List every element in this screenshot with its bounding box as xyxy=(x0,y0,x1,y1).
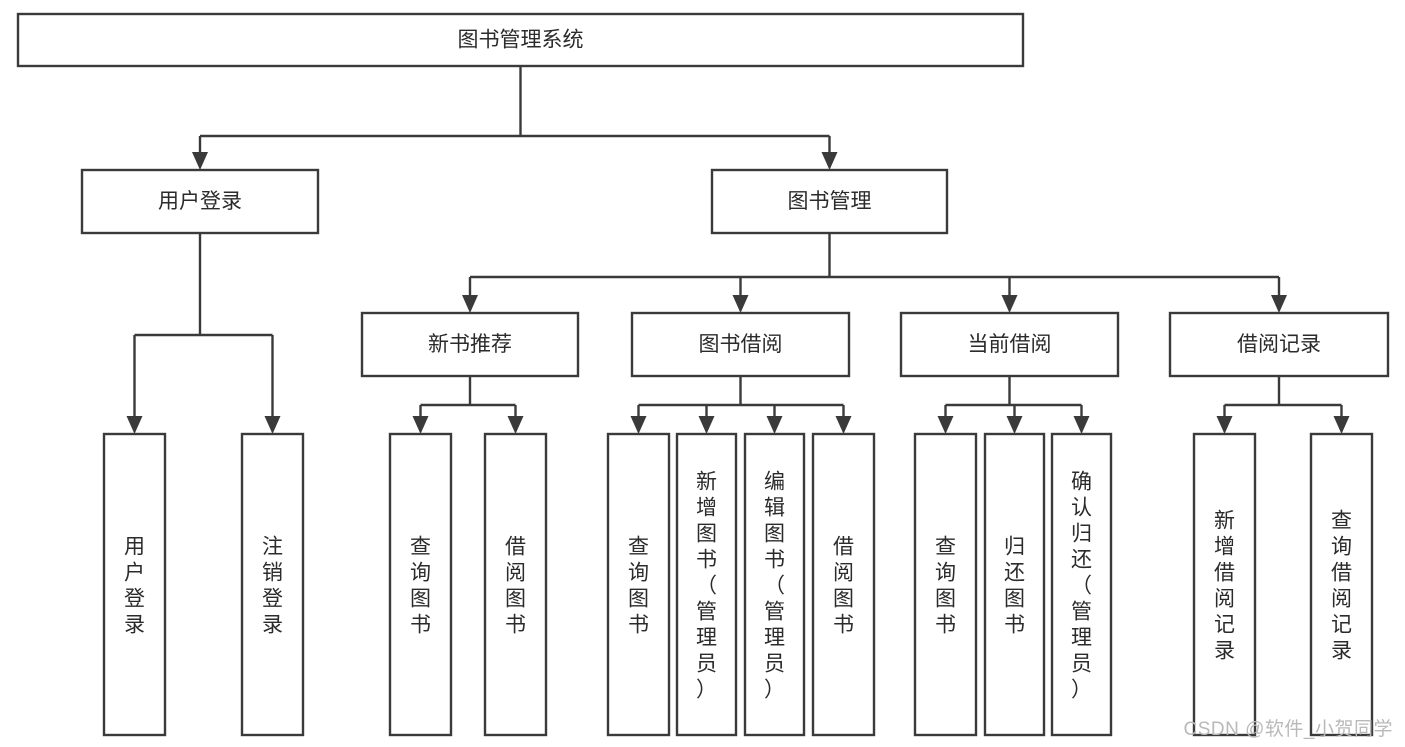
node-leaf-borrow-book-2[interactable]: 借阅图书 xyxy=(811,432,876,737)
node-leaf-edit-book[interactable]: 编辑图书（管理员） xyxy=(743,432,806,737)
node-book-borrow[interactable]: 图书借阅 xyxy=(630,311,851,378)
node-box xyxy=(710,168,949,235)
arrowhead-icon xyxy=(1073,416,1090,434)
arrowhead-icon xyxy=(630,416,647,434)
node-leaf-return-book[interactable]: 归还图书 xyxy=(983,432,1046,737)
arrowhead-icon xyxy=(192,152,208,170)
node-label: 查询图书 xyxy=(628,536,649,637)
node-leaf-add-book[interactable]: 新增图书（管理员） xyxy=(675,432,738,737)
node-label: 用户登录 xyxy=(158,190,242,213)
node-current-borrow[interactable]: 当前借阅 xyxy=(899,311,1120,378)
connectors-layer xyxy=(126,66,1350,434)
nodes-layer: 图书管理系统用户登录图书管理新书推荐图书借阅当前借阅借阅记录用户登录注销登录查询… xyxy=(16,12,1390,737)
node-box xyxy=(899,311,1120,378)
arrowhead-icon xyxy=(1216,416,1233,434)
node-root[interactable]: 图书管理系统 xyxy=(16,12,1025,68)
node-label: 借阅记录 xyxy=(1237,333,1321,356)
connector-group-borrow-record xyxy=(1216,376,1350,434)
node-box xyxy=(1192,432,1257,737)
node-label: 当前借阅 xyxy=(968,333,1052,356)
arrowhead-icon xyxy=(732,295,749,313)
arrowhead-icon xyxy=(412,416,429,434)
node-box xyxy=(1168,311,1390,378)
connector-group-book-borrow xyxy=(630,376,852,434)
node-box xyxy=(913,432,978,737)
node-leaf-query-book-2[interactable]: 查询图书 xyxy=(606,432,671,737)
arrowhead-icon xyxy=(1333,416,1350,434)
arrowhead-icon xyxy=(937,416,954,434)
node-label: 查询借阅记录 xyxy=(1331,510,1352,663)
node-label: 注销登录 xyxy=(262,536,283,637)
node-leaf-confirm-return[interactable]: 确认归还（管理员） xyxy=(1050,432,1113,737)
node-label: 确认归还（管理员） xyxy=(1071,471,1092,702)
node-box xyxy=(630,311,851,378)
node-box xyxy=(1050,432,1113,737)
arrowhead-icon xyxy=(698,416,715,434)
node-leaf-query-record[interactable]: 查询借阅记录 xyxy=(1309,432,1374,737)
node-new-book-rec[interactable]: 新书推荐 xyxy=(360,311,580,378)
node-box xyxy=(675,432,738,737)
node-label: 查询图书 xyxy=(410,536,431,637)
arrowhead-icon xyxy=(462,295,478,313)
node-label: 图书管理 xyxy=(788,190,872,213)
connector-group-root xyxy=(192,66,838,170)
node-borrow-record[interactable]: 借阅记录 xyxy=(1168,311,1390,378)
node-box xyxy=(102,432,167,737)
node-label: 归还图书 xyxy=(1004,536,1025,637)
connector-group-new-book-rec xyxy=(412,376,524,434)
node-box xyxy=(606,432,671,737)
node-box xyxy=(743,432,806,737)
node-box xyxy=(983,432,1046,737)
connector-group-book-manage xyxy=(462,233,1287,313)
arrowhead-icon xyxy=(835,416,852,434)
node-box xyxy=(240,432,305,737)
node-box xyxy=(360,311,580,378)
node-label: 新书推荐 xyxy=(428,333,512,356)
node-leaf-query-book-3[interactable]: 查询图书 xyxy=(913,432,978,737)
node-leaf-query-book-1[interactable]: 查询图书 xyxy=(388,432,453,737)
node-label: 新增图书（管理员） xyxy=(696,471,717,702)
watermark-label: CSDN @软件_小贺同学 xyxy=(1183,719,1393,740)
node-leaf-add-record[interactable]: 新增借阅记录 xyxy=(1192,432,1257,737)
node-leaf-logout[interactable]: 注销登录 xyxy=(240,432,305,737)
node-label: 借阅图书 xyxy=(833,536,854,637)
node-box xyxy=(16,12,1025,68)
node-label: 查询图书 xyxy=(935,536,956,637)
node-box xyxy=(80,168,320,235)
node-user-login[interactable]: 用户登录 xyxy=(80,168,320,235)
arrowhead-icon xyxy=(1001,295,1018,313)
node-leaf-borrow-book-1[interactable]: 借阅图书 xyxy=(483,432,548,737)
node-leaf-user-login[interactable]: 用户登录 xyxy=(102,432,167,737)
connector-group-current-borrow xyxy=(937,376,1090,434)
arrowhead-icon xyxy=(1006,416,1023,434)
arrowhead-icon xyxy=(1271,295,1287,313)
arrowhead-icon xyxy=(821,152,838,170)
arrowhead-icon xyxy=(507,416,524,434)
node-box xyxy=(388,432,453,737)
arrowhead-icon xyxy=(766,416,783,434)
node-label: 图书管理系统 xyxy=(458,29,584,52)
node-label: 新增借阅记录 xyxy=(1214,510,1235,663)
node-label: 图书借阅 xyxy=(699,333,783,356)
node-box xyxy=(483,432,548,737)
arrowhead-icon xyxy=(126,416,143,434)
node-label: 用户登录 xyxy=(124,536,145,637)
node-box xyxy=(1309,432,1374,737)
node-label: 借阅图书 xyxy=(505,536,526,637)
node-label: 编辑图书（管理员） xyxy=(764,471,785,702)
node-book-manage[interactable]: 图书管理 xyxy=(710,168,949,235)
connector-group-user-login xyxy=(126,233,281,434)
arrowhead-icon xyxy=(264,416,281,434)
node-box xyxy=(811,432,876,737)
